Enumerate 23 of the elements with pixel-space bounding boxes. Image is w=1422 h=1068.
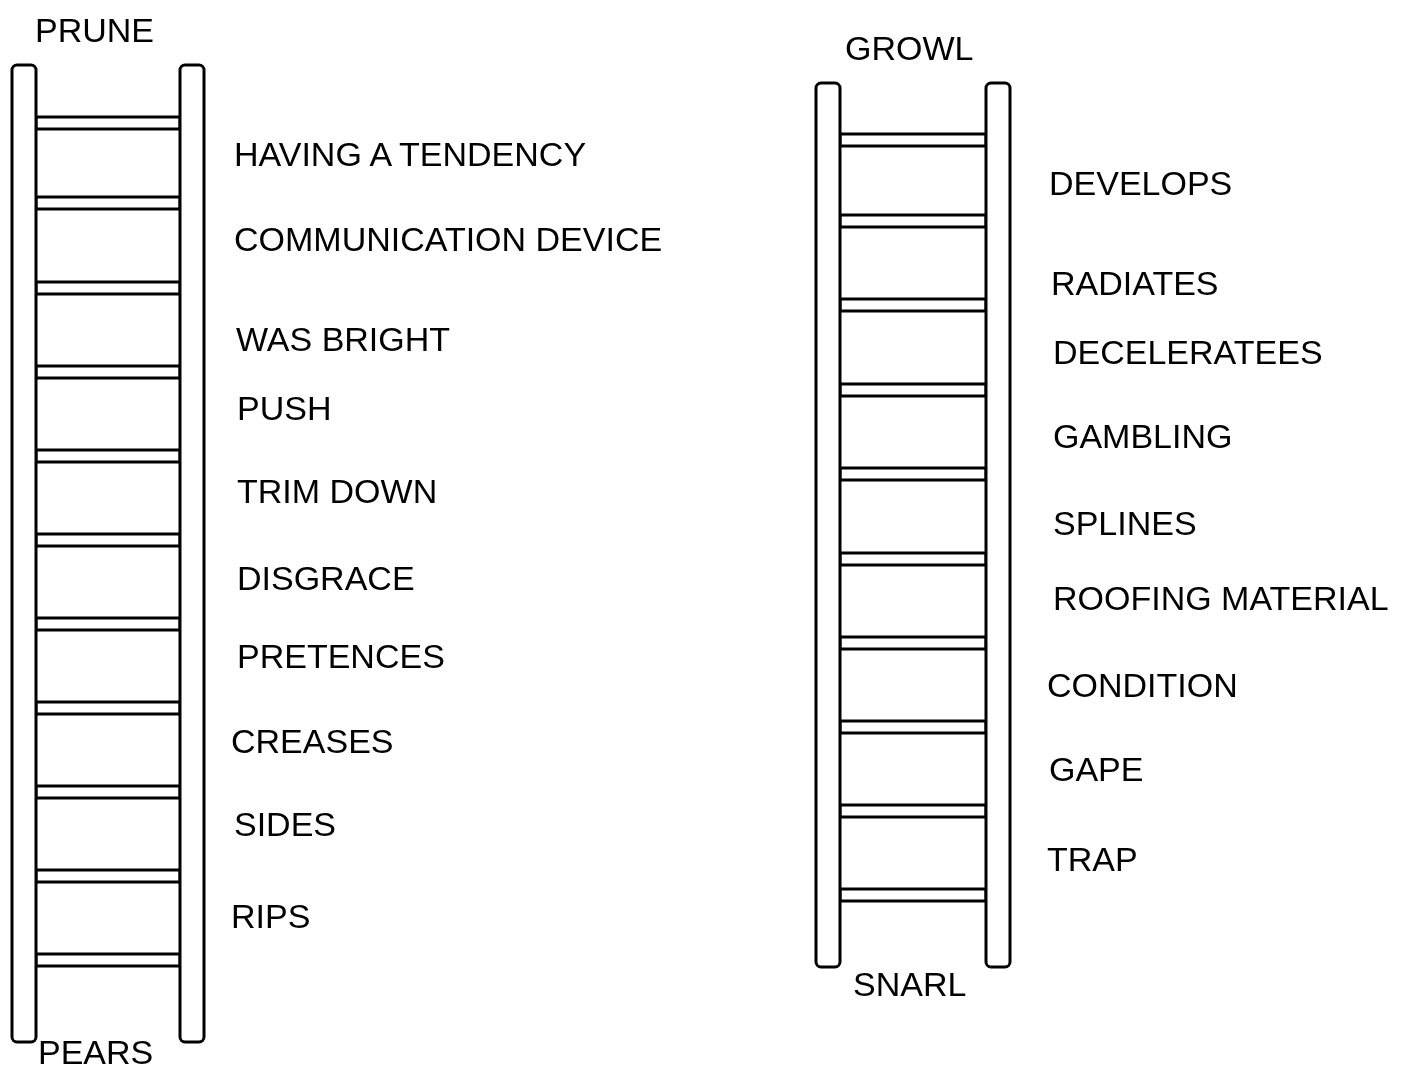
clue-text: PRETENCES xyxy=(237,637,445,675)
clue-text: SPLINES xyxy=(1053,504,1197,542)
end-word: SNARL xyxy=(853,965,967,1003)
clue-text: TRIM DOWN xyxy=(237,472,438,510)
clue-text: DISGRACE xyxy=(237,559,415,597)
clue-text: CREASES xyxy=(231,722,394,760)
clue-text: ROOFING MATERIAL xyxy=(1053,579,1389,617)
clue-text: RADIATES xyxy=(1051,264,1219,302)
clue-text: PUSH xyxy=(237,389,332,427)
clue-text: GAPE xyxy=(1049,750,1144,788)
clue-text: SIDES xyxy=(234,805,337,843)
clue-text: HAVING A TENDENCY xyxy=(234,135,587,173)
end-word: PRUNE xyxy=(35,11,155,49)
clue-text: TRAP xyxy=(1047,840,1138,878)
clue-text: DECELERATEES xyxy=(1053,333,1323,371)
clue-text: GAMBLING xyxy=(1053,417,1233,455)
clue-text: COMMUNICATION DEVICE xyxy=(234,220,663,258)
clue-text: DEVELOPS xyxy=(1049,164,1233,202)
end-word: PEARS xyxy=(38,1033,154,1068)
clue-text: WAS BRIGHT xyxy=(236,320,451,358)
clue-text: RIPS xyxy=(231,897,311,935)
end-word: GROWL xyxy=(845,29,974,67)
clue-text: CONDITION xyxy=(1047,666,1238,704)
